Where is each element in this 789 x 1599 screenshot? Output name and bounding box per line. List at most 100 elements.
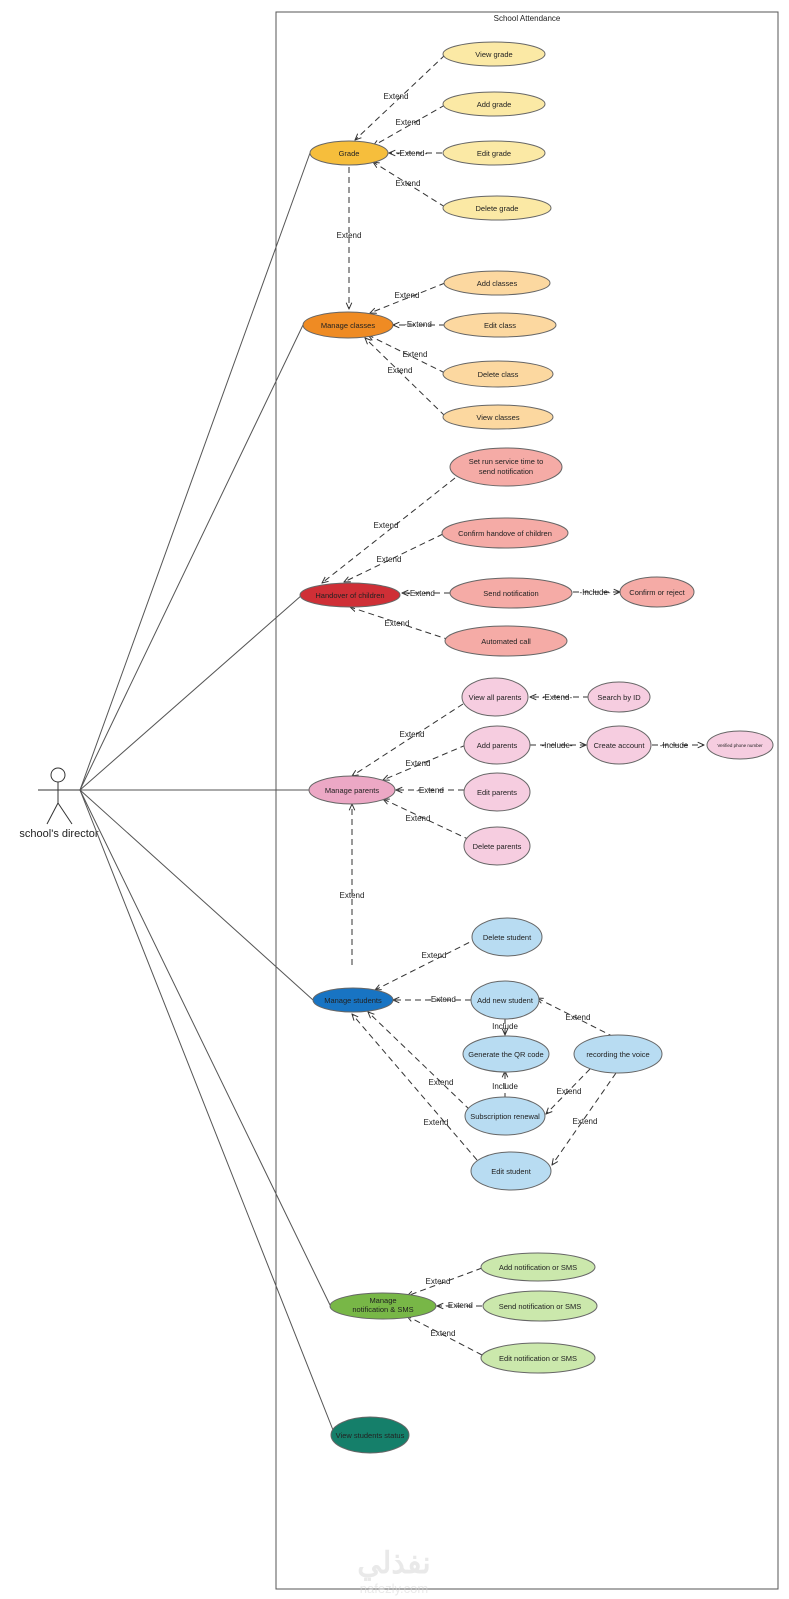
extend-label: Extend [337,231,362,240]
include-label: -Include [660,741,689,750]
extend-label: -Extend [404,320,432,329]
extend-label: Extend [396,179,421,188]
use-case-edit-class[interactable] [443,312,557,338]
use-case-verified-phone-label: Verified phone number [717,743,763,748]
use-case-confirm-handover[interactable] [441,517,569,549]
extend-label: Extend [340,891,365,900]
extend-label: Extend [374,521,399,530]
use-case-add-notification[interactable] [480,1252,596,1282]
use-case-delete-parents[interactable] [463,826,531,866]
use-case-edit-parents[interactable] [463,772,531,812]
use-case-manage-classes[interactable] [302,311,394,339]
extend-arrow [373,162,446,208]
extend-arrow [368,1012,471,1111]
use-case-set-run-service[interactable] [449,447,563,487]
extend-arrow [407,1316,483,1356]
use-case-send-notification-sms[interactable] [482,1290,598,1322]
association-line [79,789,314,1001]
extend-arrow [352,1014,478,1161]
use-case-edit-student-label: Edit student [491,1167,532,1176]
use-case-manage-parents[interactable] [308,775,396,805]
include-label: -Include- [579,588,610,597]
use-case-search-by-id-label: Search by ID [597,693,641,702]
extend-label: Extend [429,1078,454,1087]
use-case-add-parents[interactable] [463,725,531,765]
extend-arrow [552,1072,617,1165]
use-case-send-notification[interactable] [449,577,573,609]
use-case-subscription-renewal[interactable] [464,1096,546,1136]
extend-label: Extend [422,951,447,960]
extend-label: Extend [400,730,425,739]
use-case-add-grade-label: Add grade [477,100,512,109]
extend-label: Extend [557,1087,582,1096]
use-case-manage-parents-label: Manage parents [325,786,379,795]
extend-label: Extend [406,759,431,768]
use-case-manage-students-label: Manage students [324,996,382,1005]
use-case-verified-phone[interactable] [706,730,774,760]
use-case-edit-class-label: Edit class [484,321,516,330]
use-case-confirm-reject[interactable] [619,576,695,608]
use-case-edit-grade-label: Edit grade [477,149,511,158]
extend-arrow [373,104,446,146]
use-case-confirm-handover-label: Confirm handove of children [458,529,552,538]
extend-label: Extend [424,1118,449,1127]
use-case-edit-student[interactable] [470,1151,552,1191]
use-case-add-classes[interactable] [443,270,551,296]
use-case-add-new-student[interactable] [470,980,540,1020]
extend-label: Extend [396,118,421,127]
use-case-recording-voice[interactable] [573,1034,663,1074]
include-label: -Include- [541,741,572,750]
use-case-add-grade[interactable] [442,91,546,117]
use-case-manage-students[interactable] [312,987,394,1013]
use-case-delete-student-label: Delete student [483,933,532,942]
use-case-create-account[interactable] [586,725,652,765]
association-line [79,789,334,1431]
extend-label: Extend [426,1277,451,1286]
use-case-view-students-status[interactable] [330,1416,410,1454]
use-case-set-run-service-label-2: send notification [479,467,533,476]
use-case-add-parents-label: Add parents [477,741,518,750]
use-case-grade[interactable] [309,140,389,166]
extend-label: Extend [385,619,410,628]
use-case-handover[interactable] [299,582,401,608]
use-case-edit-grade[interactable] [442,140,546,166]
watermark-latin: nafezly.com [360,1581,428,1596]
use-case-delete-parents-label: Delete parents [473,842,522,851]
extend-arrow [365,338,446,417]
extend-arrow [355,54,446,140]
extend-arrow [350,607,451,641]
use-case-view-all-parents[interactable] [461,677,529,717]
use-case-view-classes[interactable] [442,404,554,430]
use-case-delete-grade[interactable] [442,195,552,221]
include-label: Include [492,1022,518,1031]
use-case-automated-call-label: Automated call [481,637,531,646]
use-case-generate-qr-label: Generate the QR code [468,1050,543,1059]
use-case-handover-label: Handover of children [315,591,384,600]
association-line [79,324,304,791]
use-case-delete-class[interactable] [442,360,554,388]
use-case-automated-call[interactable] [444,625,568,657]
use-case-view-grade[interactable] [442,41,546,67]
extend-arrow [537,998,615,1038]
extend-arrow [344,533,444,582]
use-case-manage-notification[interactable] [329,1292,437,1320]
extend-arrow [546,1068,591,1114]
use-case-delete-student[interactable] [471,917,543,957]
use-case-edit-notification[interactable] [480,1342,596,1374]
extend-label: Extend [395,291,420,300]
extend-arrow [407,1267,483,1296]
use-case-send-notification-label: Send notification [483,589,538,598]
use-case-edit-parents-label: Edit parents [477,788,517,797]
extend-label: Extend [406,814,431,823]
use-case-search-by-id[interactable] [587,681,651,713]
use-case-subscription-renewal-label: Subscription renewal [470,1112,540,1121]
use-case-recording-voice-label: recording the voice [586,1050,649,1059]
use-case-create-account-label: Create account [594,741,646,750]
use-case-view-classes-label: View classes [476,413,519,422]
use-case-edit-notification-label: Edit notification or SMS [499,1354,577,1363]
association-line [79,152,311,791]
use-case-generate-qr[interactable] [462,1035,550,1073]
extend-label: -Extend [428,995,456,1004]
extend-label: Extend [377,555,402,564]
use-case-add-classes-label: Add classes [477,279,518,288]
